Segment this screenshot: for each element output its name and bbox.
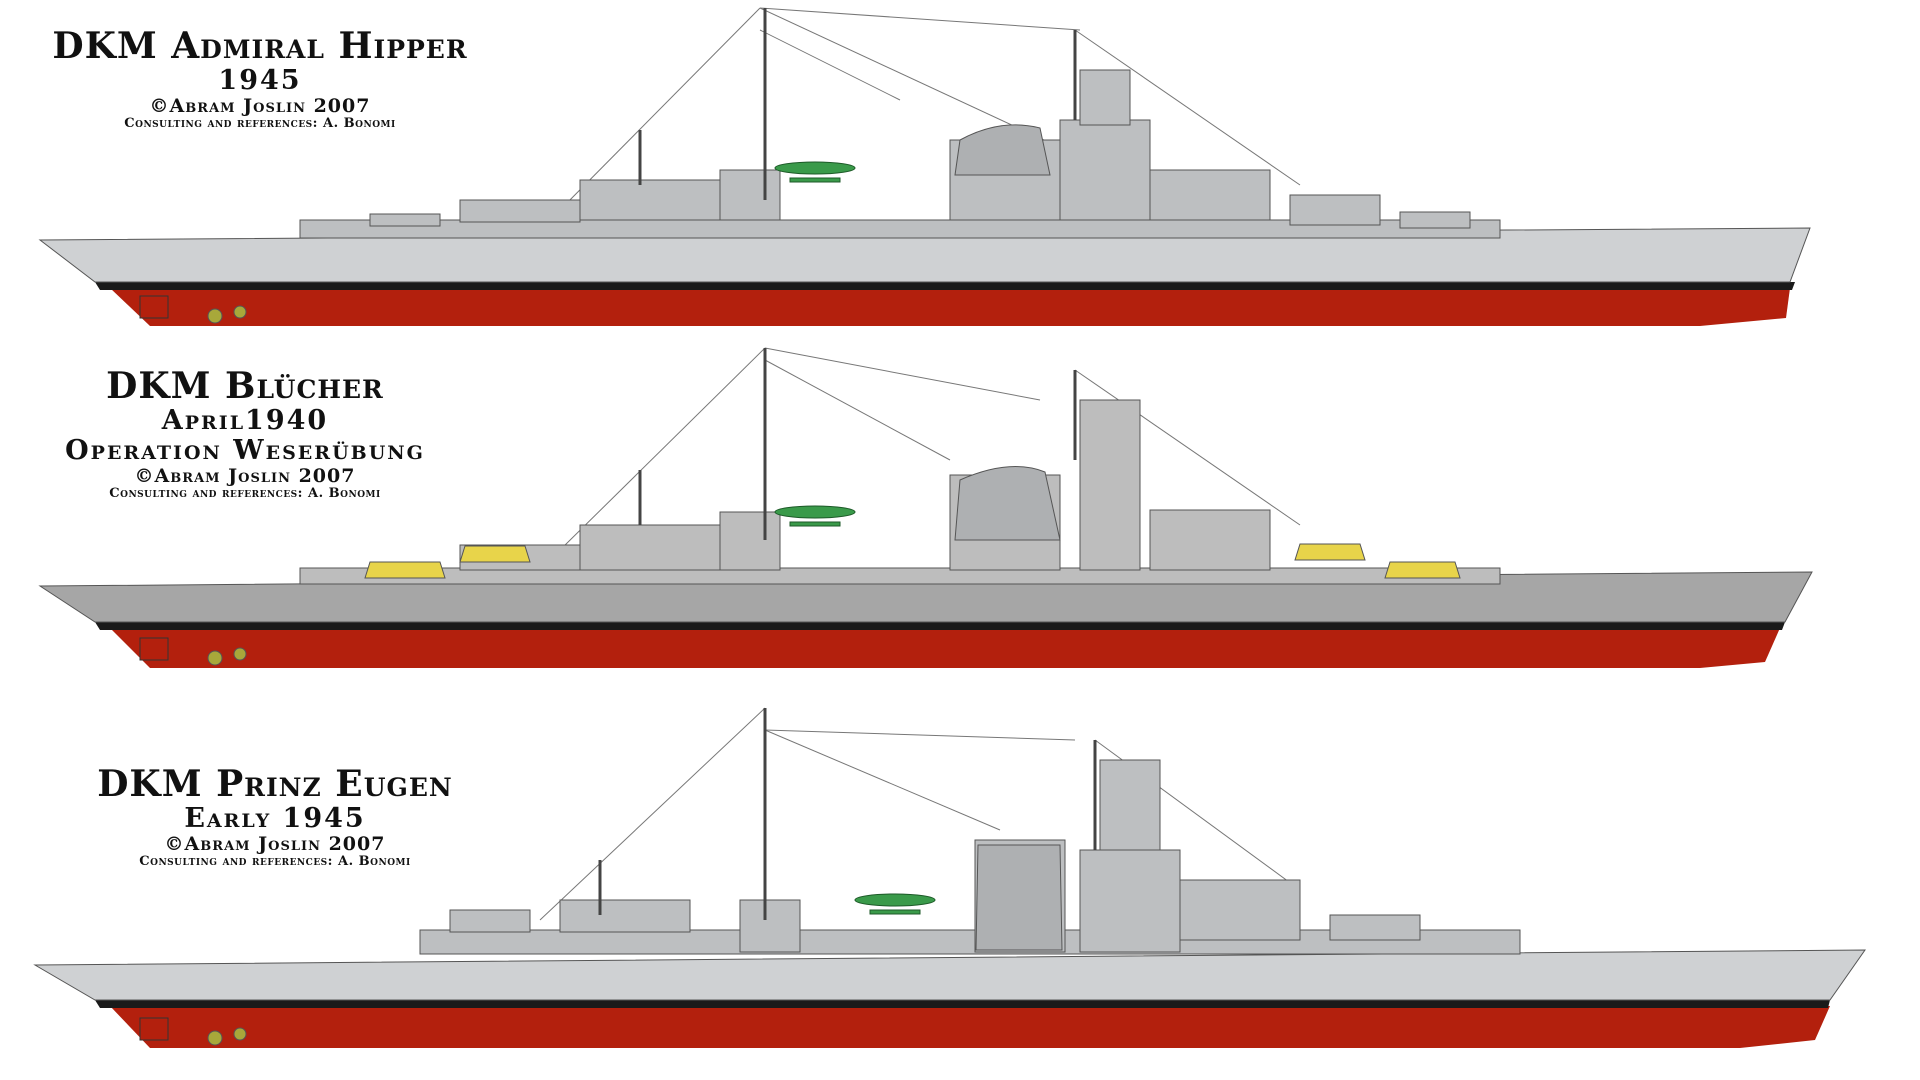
masts — [638, 8, 1077, 200]
ship-caption-blucher: DKM Blücher April1940 Operation Weserübu… — [30, 366, 460, 501]
ship-title: DKM Admiral Hipper — [52, 25, 468, 67]
rudder — [139, 637, 169, 661]
boot-top — [95, 282, 1795, 290]
copyright-text: ©Abram Joslin 2007 — [134, 465, 356, 487]
ship-subtitle: April1940 — [161, 405, 329, 436]
ship-subtitle: Early 1945 — [184, 803, 366, 834]
ship-profile-prinz-eugen — [33, 707, 1866, 1048]
copyright-text: ©Abram Joslin 2007 — [164, 833, 386, 855]
funnel — [975, 844, 1063, 951]
floatplane — [854, 893, 936, 915]
ship-profile-hipper — [38, 7, 1811, 326]
propellers — [207, 647, 247, 666]
main-turrets — [364, 543, 1461, 579]
ship-title: DKM Prinz Eugen — [97, 763, 453, 805]
rudder — [139, 295, 169, 319]
ship-subtitle: Operation Weserübung — [65, 435, 425, 466]
propellers — [207, 1027, 247, 1046]
ship-caption-prinz-eugen: DKM Prinz Eugen Early 1945 ©Abram Joslin… — [60, 764, 490, 869]
hull-underwater — [110, 1006, 1830, 1048]
ship-caption-hipper: DKM Admiral Hipper 1945 ©Abram Joslin 20… — [0, 26, 520, 131]
floatplane — [774, 161, 856, 183]
floatplane — [774, 505, 856, 527]
ship-profile-blucher — [38, 347, 1813, 668]
rudder — [139, 1017, 169, 1041]
masts — [638, 348, 1077, 540]
hull-underwater — [110, 288, 1790, 326]
boot-top — [95, 1000, 1830, 1008]
rigging-lines — [559, 347, 1301, 551]
hull-underwater — [110, 628, 1780, 668]
masts — [598, 708, 1097, 920]
hull — [33, 949, 1866, 1001]
consulting-text: Consulting and references: A. Bonomi — [139, 854, 411, 869]
superstructure — [299, 69, 1501, 239]
consulting-text: Consulting and references: A. Bonomi — [109, 486, 381, 501]
superstructure — [419, 759, 1521, 955]
funnel — [954, 124, 1051, 176]
funnel — [954, 466, 1061, 541]
ship-subtitle: 1945 — [218, 65, 302, 96]
ship-title: DKM Blücher — [106, 365, 384, 407]
boot-top — [95, 622, 1785, 630]
consulting-text: Consulting and references: A. Bonomi — [124, 116, 396, 131]
copyright-text: ©Abram Joslin 2007 — [149, 95, 371, 117]
propellers — [207, 305, 247, 324]
